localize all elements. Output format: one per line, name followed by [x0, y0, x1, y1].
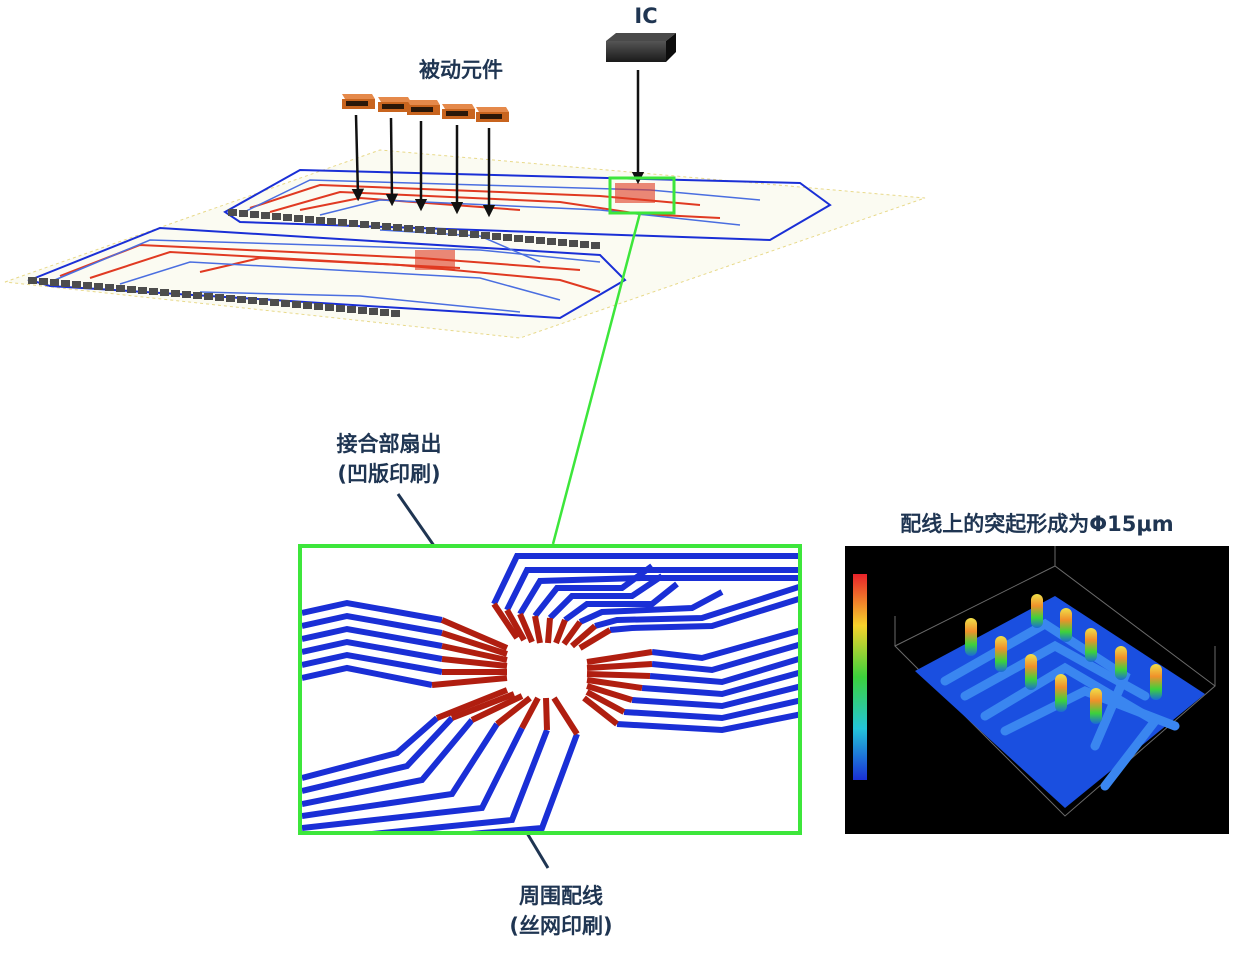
pcb-board: [4, 149, 926, 339]
color-scale-bar: [853, 574, 867, 780]
fanout-pads: [431, 602, 653, 736]
placement-arrows: [351, 70, 645, 218]
wiring-bundle-bottom: [302, 715, 580, 831]
wiring-bundle-top: [491, 553, 798, 633]
zoom-connector-line: [551, 212, 642, 545]
bump-title: 配线上的突起形成为Φ15μm: [900, 512, 1174, 536]
passive-component: [407, 100, 440, 115]
connector-pads-front: [28, 277, 400, 317]
wiring-bundle-top-left: [302, 599, 443, 688]
passive-components-label: 被动元件: [419, 58, 503, 82]
fanout-wiring-drawing: [302, 553, 798, 831]
bumps: [965, 594, 1162, 724]
ic-highlight-box: [608, 176, 676, 215]
wiring-label-line2: (丝网印刷): [509, 914, 613, 938]
ic-chip: [606, 33, 676, 62]
passive-component: [476, 107, 509, 122]
bump-3d-heatmap: [845, 546, 1229, 834]
fanout-label-line2: (凹版印刷): [337, 462, 441, 486]
wiring-label-line1: 周围配线: [519, 884, 603, 908]
passive-component: [442, 104, 475, 119]
fanout-label-line1: 接合部扇出: [336, 432, 442, 456]
passive-component: [378, 97, 411, 112]
passive-component: [342, 94, 375, 109]
connector-pads-back: [228, 209, 600, 249]
passive-components: [342, 94, 509, 122]
fanout-zoom-view: [298, 544, 802, 835]
bump-3d-drawing: [853, 546, 1216, 817]
wiring-bundle-right: [616, 628, 798, 734]
ic-label: IC: [634, 4, 658, 28]
